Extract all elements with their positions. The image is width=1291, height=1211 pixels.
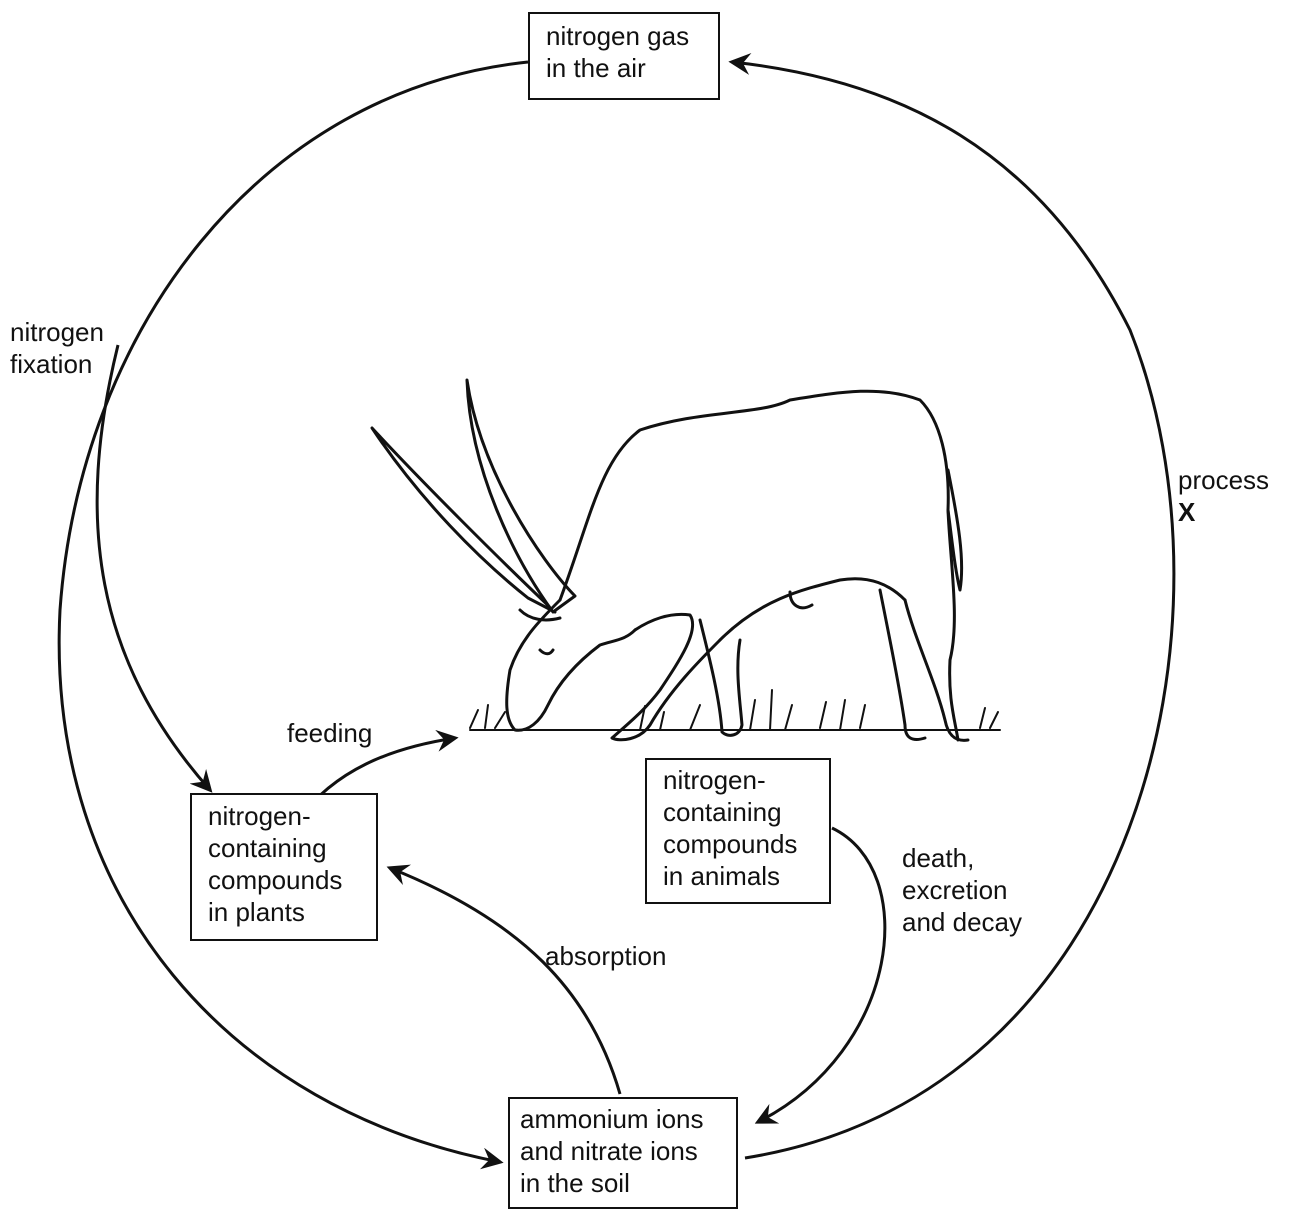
death-line-3: and decay (902, 906, 1022, 938)
animals-box-line-3: compounds (663, 828, 813, 860)
process-label-x: X (1178, 496, 1269, 528)
plants-box-line-3: compounds (208, 864, 360, 896)
animals-box-line-2: containing (663, 796, 813, 828)
plants-box-line-2: containing (208, 832, 360, 864)
absorption-label: absorption (545, 940, 666, 972)
fixation-line-1: nitrogen (10, 316, 104, 348)
soil-box-line-1: ammonium ions (520, 1103, 726, 1135)
animals-box-line-1: nitrogen- (663, 764, 813, 796)
death-line-1: death, (902, 842, 1022, 874)
death-line-2: excretion (902, 874, 1022, 906)
nitrogen-fixation-label: nitrogen fixation (10, 316, 104, 380)
nitrogen-gas-in-air-box: nitrogen gas in the air (528, 12, 720, 100)
soil-box-line-2: and nitrate ions (520, 1135, 726, 1167)
soil-box-line-3: in the soil (520, 1167, 726, 1199)
animals-box-line-4: in animals (663, 860, 813, 892)
process-label-word: process (1178, 464, 1269, 496)
death-excretion-decay-label: death, excretion and decay (902, 842, 1022, 938)
feeding-label: feeding (287, 717, 372, 749)
animal-compounds-box: nitrogen- containing compounds in animal… (645, 758, 831, 904)
soil-ions-box: ammonium ions and nitrate ions in the so… (508, 1097, 738, 1209)
plants-box-line-4: in plants (208, 896, 360, 928)
air-box-line-1: nitrogen gas (546, 20, 702, 52)
process-x-label: process X (1178, 464, 1269, 528)
plants-box-line-1: nitrogen- (208, 800, 360, 832)
air-box-line-2: in the air (546, 52, 702, 84)
fixation-line-2: fixation (10, 348, 104, 380)
plant-compounds-box: nitrogen- containing compounds in plants (190, 793, 378, 941)
